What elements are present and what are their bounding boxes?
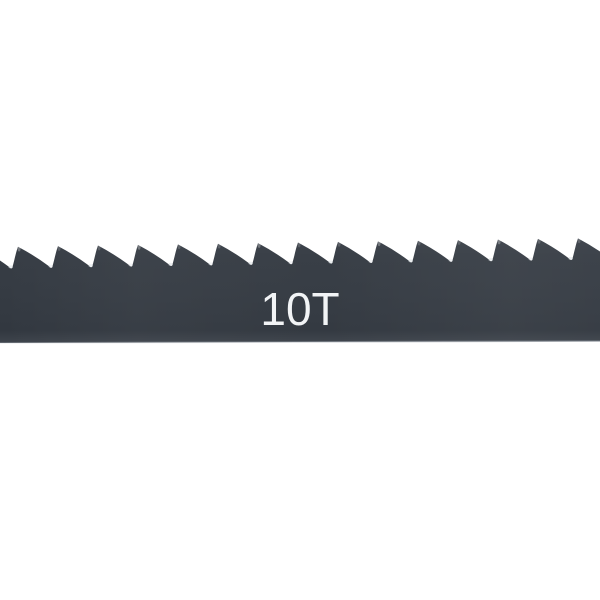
tooth-tip-highlight: [137, 244, 141, 250]
tooth-tip-highlight: [257, 242, 261, 248]
tooth-tip-highlight: [97, 245, 101, 251]
tooth-tip-highlight: [217, 243, 221, 249]
gullet-highlight: [288, 261, 294, 265]
gullet-highlight: [208, 262, 213, 266]
tooth-tip-highlight: [537, 238, 541, 244]
gullet-highlight: [408, 259, 414, 263]
tooth-tip-highlight: [17, 246, 21, 252]
gullet-highlights: [8, 256, 573, 269]
gullet-highlight: [488, 258, 494, 262]
gullet-highlight: [328, 260, 334, 264]
blade-sheen-overlay: [0, 238, 600, 344]
tooth-tip-highlights: [17, 237, 581, 252]
blade-bottom-edge-highlight: [0, 340, 600, 344]
tooth-tip-highlight: [417, 240, 421, 246]
tooth-tip-highlight: [497, 239, 501, 245]
tooth-tip-highlight: [457, 239, 461, 245]
gullet-highlight: [48, 264, 53, 268]
blade-body-group: [0, 237, 600, 344]
gullet-highlight: [128, 263, 133, 267]
tooth-tip-highlight: [337, 241, 341, 247]
gullet-highlight: [168, 262, 173, 266]
gullet-highlight: [368, 259, 374, 263]
tooth-tip-highlight: [577, 237, 581, 244]
blade-tpi-label: 10T: [260, 283, 340, 335]
gullet-highlight: [88, 264, 93, 268]
tooth-tip-highlight: [57, 245, 61, 251]
tooth-tip-highlight: [377, 240, 381, 247]
tooth-tip-highlight: [297, 242, 301, 248]
gullet-highlight: [248, 261, 253, 265]
gullet-highlight: [448, 258, 454, 262]
gullet-highlight: [8, 265, 13, 269]
gullet-highlight: [568, 256, 573, 260]
tooth-tip-highlight: [177, 243, 181, 250]
gullet-highlight: [528, 257, 533, 261]
